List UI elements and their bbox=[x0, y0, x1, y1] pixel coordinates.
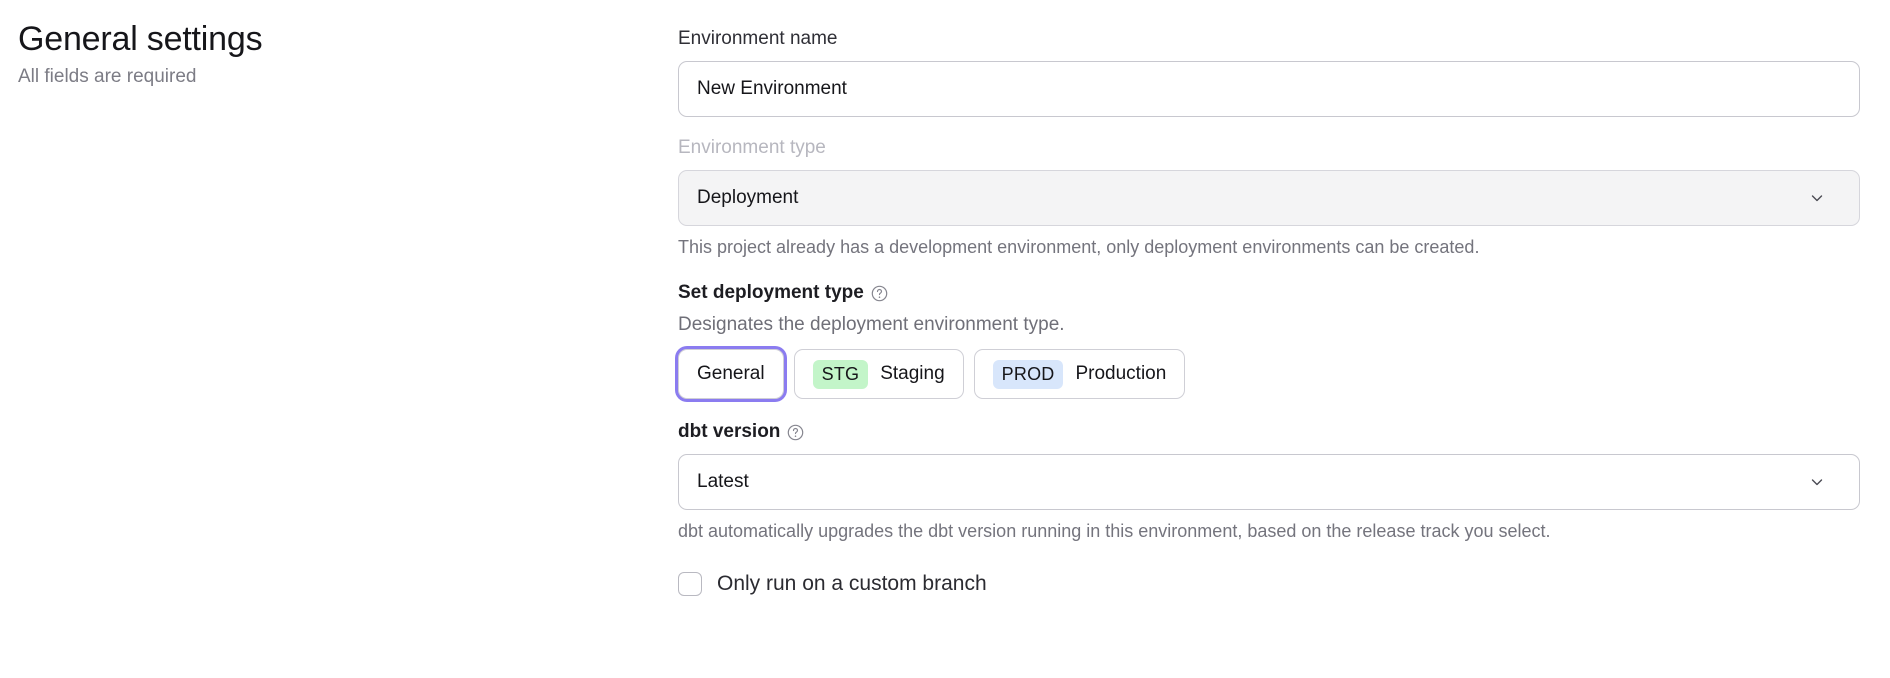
dbt-version-helper-text: dbt automatically upgrades the dbt versi… bbox=[678, 521, 1551, 541]
dbt-version-label: dbt version bbox=[678, 421, 781, 442]
dbt-version-label-row: dbt version bbox=[678, 419, 1860, 445]
question-circle-icon[interactable] bbox=[787, 424, 804, 441]
dbt-version-value: Latest bbox=[697, 471, 749, 492]
deployment-type-option-staging-label: Staging bbox=[880, 363, 945, 384]
deployment-type-options: General STG Staging PROD Production bbox=[678, 349, 1860, 399]
deployment-type-option-general[interactable]: General bbox=[678, 349, 784, 399]
deployment-type-label: Set deployment type bbox=[678, 282, 864, 303]
deployment-type-option-production-label: Production bbox=[1075, 363, 1167, 384]
settings-form: Environment name New Environment Environ… bbox=[678, 26, 1860, 598]
field-deployment-type: Set deployment type Designates the deplo… bbox=[678, 280, 1860, 399]
environment-type-value: Deployment bbox=[697, 187, 799, 208]
dbt-version-select[interactable]: Latest bbox=[678, 454, 1860, 510]
settings-header: General settings All fields are required bbox=[18, 18, 618, 90]
environment-type-helper-text: This project already has a development e… bbox=[678, 237, 1480, 257]
field-custom-branch: Only run on a custom branch bbox=[678, 570, 1860, 598]
environment-name-input[interactable]: New Environment bbox=[678, 61, 1860, 117]
production-badge: PROD bbox=[992, 359, 1064, 389]
deployment-type-option-production[interactable]: PROD Production bbox=[973, 349, 1186, 399]
deployment-type-description: Designates the deployment environment ty… bbox=[678, 314, 1065, 335]
page-title: General settings bbox=[18, 20, 263, 58]
deployment-type-option-staging[interactable]: STG Staging bbox=[793, 349, 964, 399]
deployment-type-option-general-label: General bbox=[697, 363, 765, 384]
deployment-type-label-row: Set deployment type bbox=[678, 280, 1860, 306]
page-subtitle: All fields are required bbox=[18, 66, 197, 87]
environment-type-label: Environment type bbox=[678, 137, 826, 158]
environment-name-label: Environment name bbox=[678, 28, 838, 49]
chevron-down-icon bbox=[1809, 474, 1825, 490]
custom-branch-label[interactable]: Only run on a custom branch bbox=[717, 572, 987, 595]
chevron-down-icon bbox=[1809, 190, 1825, 206]
field-environment-name: Environment name New Environment bbox=[678, 26, 1860, 117]
environment-type-select[interactable]: Deployment bbox=[678, 170, 1860, 226]
staging-badge: STG bbox=[812, 359, 869, 389]
field-environment-type: Environment type Deployment This project… bbox=[678, 135, 1860, 260]
question-circle-icon[interactable] bbox=[871, 285, 888, 302]
field-dbt-version: dbt version Latest dbt automatica bbox=[678, 419, 1860, 544]
custom-branch-checkbox[interactable] bbox=[678, 572, 702, 596]
